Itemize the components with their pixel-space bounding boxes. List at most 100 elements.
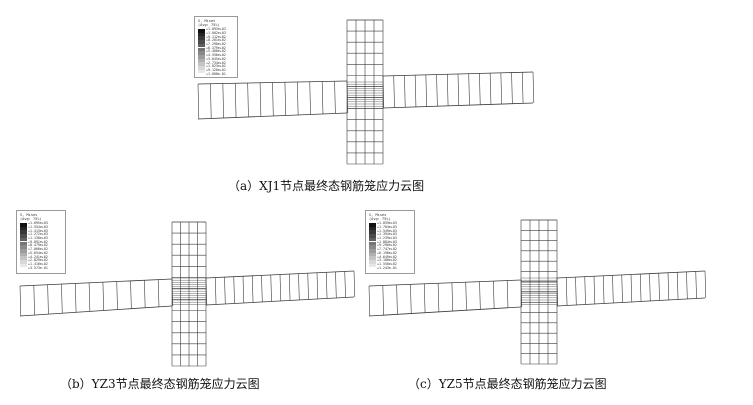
legend-averaging: (Avg: 75%) — [20, 217, 42, 221]
beam-stirrup-right — [575, 277, 577, 306]
legend-value: +1.093e+03 — [206, 27, 226, 32]
legend-value: +3.100e+02 — [377, 258, 397, 263]
legend-value: +7.066e+02 — [28, 247, 48, 252]
legend-value: +9.296e+02 — [377, 243, 397, 248]
beam-stirrup-right — [704, 270, 707, 299]
legend-value: +1.413e+03 — [28, 228, 48, 233]
beam-stirrup-left — [382, 285, 384, 316]
legend-value: +1.695e+03 — [28, 221, 48, 226]
rebar-cage-drawing-c — [368, 219, 707, 365]
legend-value: +9.112e+02 — [206, 34, 226, 39]
beam-stirrup-right — [233, 276, 235, 304]
beam-stirrup-right — [584, 276, 586, 305]
rebar-cage-drawing-a — [197, 19, 535, 165]
beam-stirrup-right — [621, 274, 623, 303]
beam-stirrup-left — [309, 81, 311, 115]
beam-stirrup-left — [396, 284, 398, 315]
beam-stirrup-left — [47, 284, 49, 315]
legend-color-swatch — [369, 263, 376, 269]
beam-stirrup-right — [270, 274, 272, 302]
legend-value: +1.239e+03 — [377, 236, 397, 240]
beam-stirrup-left — [479, 281, 481, 310]
stress-legend-a: S, Mises(Avg: 75%)+1.093e+03+1.002e+03+9… — [194, 16, 238, 78]
beam-stirrup-left — [116, 281, 118, 310]
beam-stirrup-left — [157, 279, 160, 307]
beam-stirrup-left — [423, 283, 426, 313]
beam-stirrup-right — [500, 72, 502, 105]
legend-value: +6.379e+02 — [206, 45, 226, 50]
beam-stirrup-right — [511, 72, 513, 104]
beam-stirrup-left — [506, 280, 509, 308]
beam-stirrup-right — [676, 272, 679, 300]
beam-stirrup-left — [74, 283, 77, 313]
legend-value: +7.747e+02 — [377, 247, 397, 252]
beam-stirrup-right — [344, 271, 346, 298]
beam-stirrup-right — [565, 277, 568, 306]
beam-bottom-rebar-right — [556, 297, 706, 307]
beam-stirrup-right — [695, 271, 697, 299]
legend-value: +1.243e-01 — [377, 265, 397, 270]
beam-stirrup-left — [259, 82, 262, 117]
beam-stirrup-left — [321, 81, 324, 115]
beam-stirrup-left — [130, 280, 132, 309]
legend-value: +1.008e-01 — [206, 71, 226, 76]
beam-stirrup-right — [602, 275, 605, 304]
beam-stirrup-left — [465, 282, 467, 311]
rebar-cage-drawing-b — [19, 221, 356, 367]
beam-stirrup-right — [214, 277, 217, 305]
caption-b: （b）YZ3节点最终态钢筋笼应力云图 — [60, 377, 260, 391]
beam-stirrup-right — [242, 276, 245, 304]
beam-stirrup-left — [234, 83, 237, 118]
beam-stirrup-right — [393, 75, 395, 108]
beam-stirrup-left — [368, 285, 371, 317]
legend-value: +9.891e+02 — [28, 239, 48, 244]
legend-value: +6.198e+02 — [377, 250, 397, 255]
stress-legend-b: S, Mises(Avg: 75%)+1.695e+03+1.554e+03+1… — [16, 210, 66, 274]
beam-stirrup-right — [649, 273, 651, 302]
legend-title: S, Mises — [198, 19, 216, 23]
beam-stirrup-right — [630, 274, 633, 303]
beam-stirrup-left — [102, 282, 105, 311]
beam-stirrup-left — [210, 83, 212, 119]
beam-stirrup-right — [307, 273, 309, 300]
legend-color-swatch — [198, 69, 205, 75]
legend-value: +2.829e+02 — [28, 258, 48, 263]
beam-stirrup-right — [446, 74, 449, 106]
beam-stirrup-left — [493, 281, 495, 309]
legend-value: +1.550e+02 — [377, 261, 397, 266]
beam-stirrup-left — [247, 82, 249, 118]
beam-stirrup-left — [272, 82, 274, 117]
beam-stirrup-right — [414, 75, 417, 107]
legend-value: +3.573e-01 — [28, 265, 48, 270]
legend-value: +1.416e+02 — [28, 261, 48, 266]
legend-value: +1.549e+03 — [377, 228, 397, 233]
legend-value: +4.556e+02 — [206, 53, 226, 58]
legend-value: +8.201e+02 — [206, 38, 226, 43]
beam-stirrup-right — [251, 275, 254, 303]
legend-title: S, Mises — [369, 213, 387, 217]
beam-bottom-rebar-left — [19, 305, 173, 317]
legend-value: +2.734e+02 — [206, 60, 226, 65]
stress-legend-c: S, Mises(Avg: 75%)+1.859e+03+1.704e+03+1… — [365, 210, 415, 274]
legend-value: +1.554e+03 — [28, 224, 48, 229]
legend-value: +1.002e+03 — [206, 30, 226, 35]
legend-title: S, Mises — [20, 213, 38, 217]
beam-bottom-rebar-left — [368, 306, 522, 317]
beam-stirrup-right — [404, 75, 406, 108]
beam-stirrup-right — [639, 274, 642, 302]
beam-stirrup-right — [325, 272, 328, 299]
beam-stirrup-left — [144, 280, 146, 308]
legend-value: +9.120e+01 — [206, 67, 226, 72]
beam-stirrup-left — [197, 83, 200, 120]
beam-stirrup-right — [686, 271, 688, 300]
beam-stirrup-right — [532, 71, 535, 104]
legend-value: +1.130e+03 — [28, 236, 48, 240]
legend-value: +1.704e+03 — [377, 224, 397, 229]
legend-averaging: (Avg: 75%) — [369, 217, 391, 221]
legend-color-swatch — [20, 263, 27, 269]
beam-top-rebar-left — [368, 279, 522, 287]
legend-averaging: (Avg: 75%) — [198, 23, 220, 27]
beam-stirrup-left — [222, 83, 224, 119]
legend-value: +7.290e+02 — [206, 42, 226, 46]
beam-stirrup-left — [334, 81, 336, 114]
